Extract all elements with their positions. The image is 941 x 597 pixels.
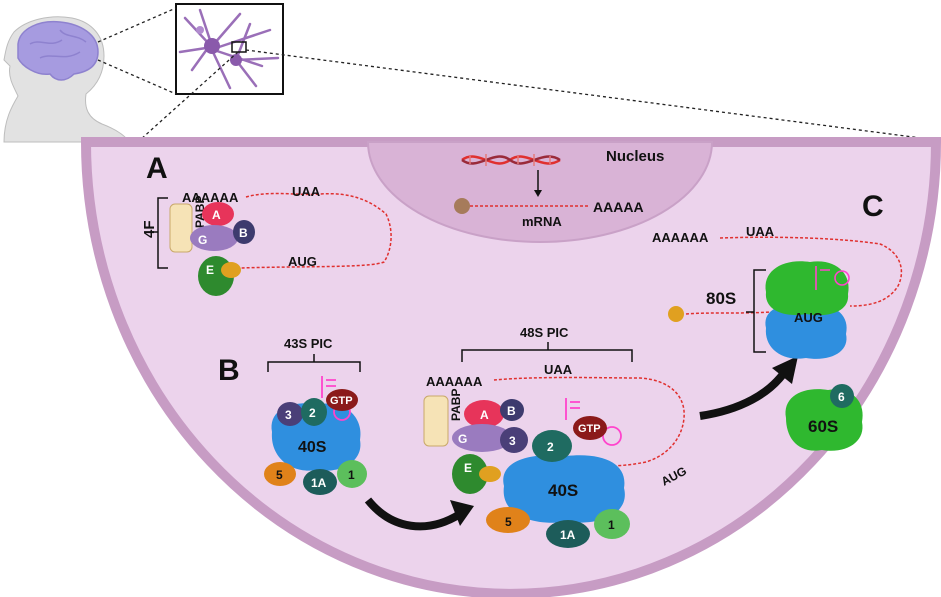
- transition-arrow-2: [699, 367, 790, 420]
- panel-a-start-codon: AUG: [288, 254, 317, 269]
- eif6-label: 6: [838, 390, 845, 404]
- pic48s-eif3-label: 3: [509, 434, 516, 448]
- pic48s-eif4a-label: A: [480, 408, 489, 422]
- pic48s-eif4g-label: G: [458, 432, 467, 446]
- eif6: [830, 384, 854, 408]
- pic48s-eif2: [532, 430, 572, 462]
- pic48s-eif1: [594, 509, 630, 539]
- pic48s-eif2-label: 2: [547, 440, 554, 454]
- pic48s-bracket: [461, 342, 633, 362]
- pic43s-eif5: [264, 462, 296, 486]
- pic48s-pabp-label: PABP: [449, 389, 463, 421]
- pic43s-eif1a-label: 1A: [311, 476, 327, 490]
- ribosome80s-bracket: [746, 269, 766, 353]
- pic43s-eif5-label: 5: [276, 468, 283, 482]
- neuron-inset: [175, 3, 284, 95]
- panel-a-mrna: [239, 192, 392, 269]
- dna-helix-icon: [461, 154, 561, 166]
- panel-a-eif4g-label: G: [198, 233, 207, 247]
- pic43s-gtp: [326, 389, 358, 411]
- pic48s-cap: [479, 466, 501, 482]
- pic48s-eif4e-label: E: [464, 461, 472, 475]
- pic43s-eif2: [301, 398, 327, 426]
- pic43s-eif2-label: 2: [309, 406, 316, 420]
- nucleus-mrna-label: mRNA: [522, 214, 562, 229]
- panel-a-eif4g: [190, 225, 238, 251]
- panel-c-mrna-5prime: [685, 311, 771, 315]
- panel-c-cap: [668, 306, 684, 322]
- pic48s-eif4b: [500, 399, 524, 421]
- panel-a-eif4a-label: A: [212, 208, 221, 222]
- cell-body: [80, 137, 941, 597]
- pic48s-eif5: [486, 507, 530, 533]
- pic48s-eif1a-label: 1A: [560, 528, 576, 542]
- pic48s-mrna: [493, 376, 685, 467]
- pic48s-eif1a: [546, 520, 590, 548]
- eif4f-bracket-label: 4F: [141, 220, 158, 238]
- panel-a-eif4b-label: B: [239, 226, 248, 240]
- pic48s-polya: AAAAAA: [426, 374, 483, 389]
- pic43s-40s-label: 40S: [298, 439, 327, 456]
- zoom-lines: [97, 7, 937, 141]
- panel-c-mrna: [719, 236, 903, 307]
- ribosome80s-trna-icon: [815, 266, 850, 290]
- panel-a-stop-codon: UAA: [292, 184, 321, 199]
- pic48s-eif4b-label: B: [507, 404, 516, 418]
- panel-b-label: B: [218, 354, 240, 387]
- pic48s-40s-label: 40S: [548, 481, 578, 500]
- pic43s-eif3: [277, 402, 303, 426]
- panel-c-polya: AAAAAA: [652, 230, 709, 245]
- pic48s-eif5-label: 5: [505, 515, 512, 529]
- transition-arrow-1: [364, 497, 463, 531]
- pic48s-eif4e: [452, 454, 488, 494]
- brain-icon: [17, 20, 99, 81]
- pic48s-gtp: [573, 416, 607, 440]
- pic43s-eif1a: [303, 469, 337, 495]
- nucleus-polya: AAAAA: [593, 199, 644, 215]
- panel-a-eif4e-label: E: [206, 263, 214, 277]
- pic43s-bracket: [267, 354, 361, 372]
- pic48s-eif1-label: 1: [608, 518, 615, 532]
- panel-a-label: A: [146, 152, 168, 185]
- ribosome80s-40s: [765, 303, 847, 359]
- pic48s-eif4a: [464, 400, 504, 428]
- pic48s-trna-icon: [565, 398, 622, 446]
- zoom-marker: [231, 41, 247, 53]
- panel-a-eif4b: [233, 220, 255, 244]
- pic48s-gtp-label: GTP: [578, 423, 601, 435]
- pic48s-pabp: [423, 395, 449, 447]
- panel-c-stop-codon: UAA: [746, 224, 775, 239]
- head-illustration: [3, 16, 129, 143]
- pic48s-stop-codon: UAA: [544, 362, 573, 377]
- panel-a-cap: [221, 262, 241, 278]
- panel-a-eif4a: [202, 202, 234, 226]
- panel-a-polya: AAAAAA: [182, 190, 239, 205]
- ribosome80s-60s: [765, 261, 849, 316]
- ribosome80s-label: 80S: [706, 289, 736, 308]
- eif4f-bracket: [150, 197, 168, 269]
- pic48s-40s: [503, 455, 625, 523]
- panel-a-pabp: [169, 203, 193, 253]
- ribosome80s-start-codon: AUG: [794, 310, 823, 325]
- pic48s-eif3: [500, 427, 528, 453]
- pic43s-eif3-label: 3: [285, 408, 292, 422]
- panel-c-label: C: [862, 190, 884, 223]
- mrna-cap: [454, 198, 470, 214]
- panel-a-pabp-label: PABP: [193, 196, 207, 228]
- pic48s-eif4g: [452, 424, 512, 452]
- nucleus-label: Nucleus: [606, 148, 664, 165]
- pic48s-title: 48S PIC: [520, 325, 569, 340]
- pic43s-title: 43S PIC: [284, 336, 333, 351]
- pic43s-eif1-label: 1: [348, 468, 355, 482]
- pic43s-eif1: [337, 460, 367, 488]
- subunit60s-label: 60S: [808, 417, 838, 436]
- pic43s-gtp-label: GTP: [330, 395, 353, 407]
